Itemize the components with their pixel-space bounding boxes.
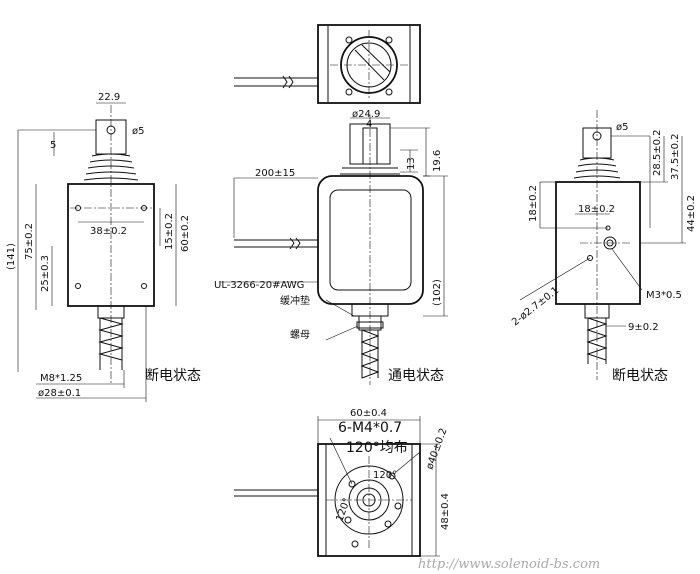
- dim-height-19-6: 19.6: [432, 150, 443, 172]
- left-deenergized-view: 22.9 ø5 5 (141) 75±0.2 25±0.3 38±0.2 15±…: [6, 92, 201, 402]
- dim-width-4: 4: [366, 119, 372, 130]
- dim-right-dia-5: ø5: [616, 122, 628, 133]
- dim-height-15: 15±0.2: [164, 213, 175, 250]
- caption-energized: 通电状态: [388, 368, 444, 384]
- dim-gap-5: 5: [50, 140, 56, 151]
- nut-label: 螺母: [290, 329, 310, 341]
- caption-right: 断电状态: [612, 368, 668, 384]
- dim-height-18-b: 18±0.2: [578, 204, 615, 215]
- dim-height-60: 60±0.2: [180, 215, 191, 252]
- dim-thread-m3: M3*0.5: [646, 290, 682, 301]
- dim-distribution: 120°均布: [346, 440, 408, 456]
- dim-length-102: (102): [432, 279, 443, 306]
- dim-length-75: 75±0.2: [24, 223, 35, 260]
- dim-width-60: 60±0.4: [350, 408, 387, 419]
- caption-left: 断电状态: [145, 368, 201, 384]
- dim-dia-24-9: ø24.9: [352, 109, 380, 120]
- top-end-view: [234, 24, 421, 104]
- dim-dia-28: ø28±0.1: [38, 388, 81, 399]
- dim-thread: M8*1.25: [40, 373, 82, 384]
- dim-angle-b: 120°: [334, 497, 353, 523]
- center-energized-view: ø24.9 4 13 19.6 200±15 UL-3266-20#AWG (1…: [214, 109, 448, 385]
- dim-length-25: 25±0.3: [40, 255, 51, 292]
- dim-angle-a: 120°: [373, 470, 397, 481]
- wire-spec-label: UL-3266-20#AWG: [214, 280, 304, 291]
- dim-wire-length: 200±15: [255, 168, 295, 179]
- dim-hole-38: 38±0.2: [90, 226, 127, 237]
- dim-width-9: 9±0.2: [628, 322, 659, 333]
- dim-holes-2-7: 2-ø2.7±0.1: [510, 285, 561, 328]
- dim-height-44: 44±0.2: [686, 195, 697, 232]
- watermark-url: http://www.solenoid-bs.com: [418, 557, 600, 572]
- right-deenergized-view: ø5 28.5±0.2 37.5±0.2 18±0.2 18±0.2 44±0.…: [510, 110, 697, 384]
- dim-holes-m4: 6-M4*0.7: [338, 420, 402, 436]
- dim-height-18-a: 18±0.2: [528, 185, 539, 222]
- dim-dia-40: ø40±0.2: [424, 427, 449, 471]
- dim-height-48: 48±0.4: [440, 493, 451, 530]
- dim-total-141: (141): [6, 243, 17, 270]
- dim-dia-5: ø5: [132, 126, 144, 137]
- bottom-end-view: 60±0.4 6-M4*0.7 120°均布 ø40±0.2 48±0.4 12…: [234, 408, 451, 557]
- dim-height-13: 13: [406, 157, 417, 170]
- buffer-pad-label: 缓冲垫: [280, 294, 310, 307]
- dim-height-37-5: 37.5±0.2: [670, 133, 681, 180]
- dim-height-28-5: 28.5±0.2: [652, 129, 663, 176]
- dim-width-22-9: 22.9: [98, 92, 120, 103]
